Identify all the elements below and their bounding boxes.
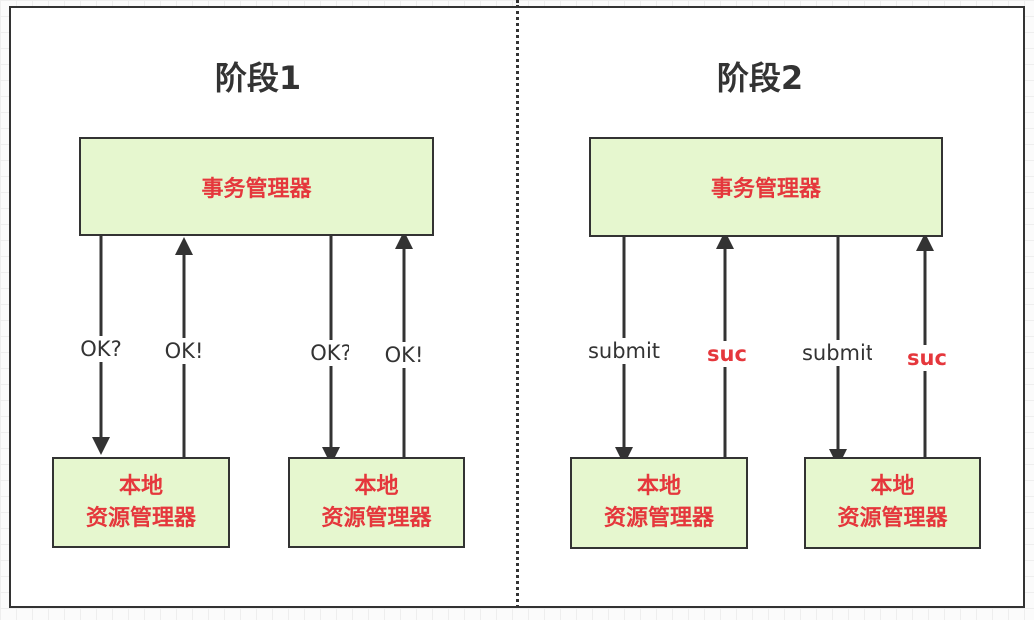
phase1-label-up-2: OK! [349, 342, 459, 368]
transaction-manager-label: 事务管理器 [201, 176, 312, 202]
resource-manager-line2: 资源管理器 [603, 506, 714, 531]
phase1-transaction-manager: 事务管理器 [79, 137, 434, 236]
phase1-label-up-1: OK! [129, 338, 239, 364]
phase2-title: 阶段2 [716, 59, 804, 97]
phase2-label-down-1: submit [569, 338, 679, 364]
phase1-resource-manager-1: 本地 资源管理器 [52, 457, 230, 548]
phase1-title: 阶段1 [214, 59, 302, 97]
transaction-manager-label: 事务管理器 [710, 177, 821, 202]
resource-manager-line1: 本地 [636, 474, 681, 499]
phase2-resource-manager-1: 本地 资源管理器 [570, 457, 748, 549]
phase-divider [516, 0, 519, 608]
resource-manager-line1: 本地 [354, 473, 399, 499]
phase2-resource-manager-2: 本地 资源管理器 [804, 457, 981, 549]
resource-manager-line1: 本地 [118, 473, 163, 499]
resource-manager-line2: 资源管理器 [837, 506, 948, 531]
resource-manager-line2: 资源管理器 [85, 505, 196, 531]
resource-manager-line1: 本地 [870, 474, 915, 499]
phase1-resource-manager-2: 本地 资源管理器 [288, 457, 465, 548]
resource-manager-line2: 资源管理器 [321, 505, 432, 531]
phase2-transaction-manager: 事务管理器 [589, 137, 943, 237]
phase2-label-up-2: suc [872, 345, 982, 371]
phase2-label-up-1: suc [672, 341, 782, 367]
